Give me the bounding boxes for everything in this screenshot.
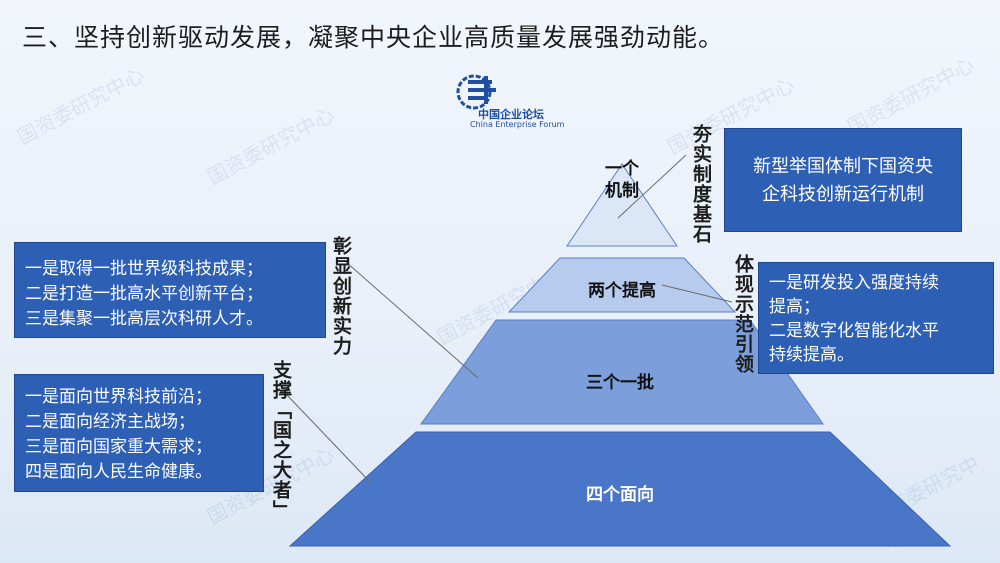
box-line: 持续提高。 (769, 345, 854, 365)
box-line: 四是面向人民生命健康。 (25, 462, 212, 482)
tier-2-shape (507, 257, 737, 313)
mechanism-box: 新型举国体制下国资央 企科技创新运行机制 (724, 128, 962, 232)
box-line: 一是研发投入强度持续 (769, 273, 939, 293)
box-line: 企科技创新运行机制 (762, 184, 924, 205)
box-line: 一是取得一批世界级科技成果； (25, 259, 263, 279)
tier-1-line1: 一个 (605, 159, 639, 179)
box-line: 二是数字化智能化水平 (769, 321, 939, 341)
vertical-label-support: 支撑「国之大者」 (270, 360, 292, 520)
improvement-box: 一是研发投入强度持续 提高； 二是数字化智能化水平 持续提高。 (758, 262, 994, 374)
tier-1-line2: 机制 (605, 181, 639, 201)
logo-cn-text: 中国企业论坛 (478, 108, 544, 121)
box-line: 三是集聚一批高层次科研人才。 (25, 309, 263, 329)
tier-1-shape (566, 163, 678, 247)
box-line: 一是面向世界科技前沿； (25, 387, 212, 407)
vertical-label-strength: 彰显创新实力 (330, 236, 352, 356)
page-title: 三、坚持创新驱动发展，凝聚中央企业高质量发展强劲动能。 (22, 23, 725, 52)
connector-line (345, 261, 479, 379)
tier-4-label: 四个面向 (586, 485, 654, 505)
orientation-box: 一是面向世界科技前沿； 二是面向经济主战场； 三是面向国家重大需求； 四是面向人… (14, 374, 264, 492)
tier-3-label: 三个一批 (586, 373, 654, 393)
box-line: 二是打造一批高水平创新平台； (25, 284, 263, 304)
tier-4-shape (288, 431, 952, 547)
box-line: 二是面向经济主战场； (25, 412, 195, 432)
logo-en-text: China Enterprise Forum (470, 120, 565, 129)
china-enterprise-forum-logo (456, 74, 496, 110)
connector-line (285, 393, 371, 483)
vertical-label-demonstration: 体现示范引领 (732, 254, 754, 374)
achievement-box: 一是取得一批世界级科技成果； 二是打造一批高水平创新平台； 三是集聚一批高层次科… (14, 242, 326, 338)
connector-line (661, 284, 733, 303)
tier-1-label: 一个 机制 (590, 158, 654, 202)
box-line: 提高； (769, 297, 820, 317)
connector-line (617, 154, 687, 219)
tier-3-shape (420, 319, 824, 425)
box-line: 新型举国体制下国资央 (753, 156, 933, 177)
tier-2-label: 两个提高 (588, 281, 656, 301)
vertical-label-foundation: 夯实制度基石 (690, 124, 712, 244)
box-line: 三是面向国家重大需求； (25, 437, 212, 457)
